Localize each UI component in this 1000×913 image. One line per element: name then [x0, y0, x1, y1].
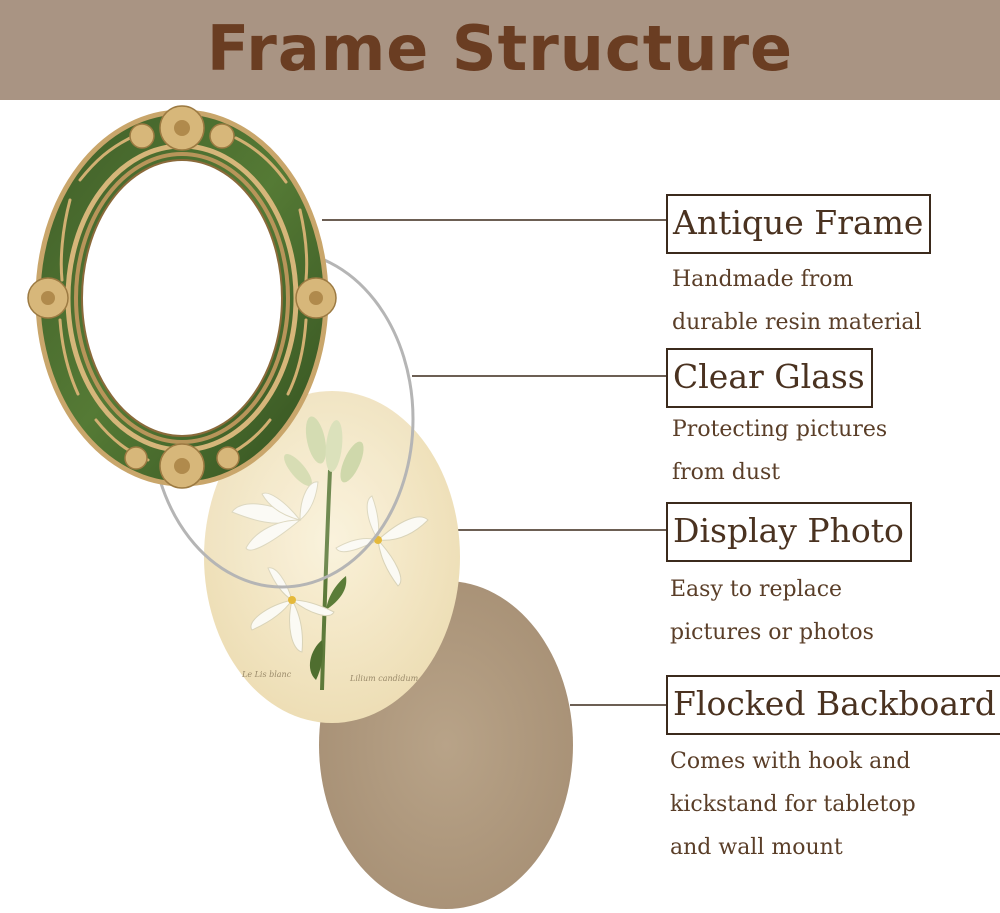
desc-line: Comes with hook and	[670, 749, 911, 774]
antique-frame-shape	[27, 105, 337, 489]
desc-line: Protecting pictures	[672, 417, 888, 442]
desc-line: Handmade from	[672, 267, 854, 292]
label-flocked-backboard: Flocked Backboard	[666, 675, 1000, 735]
desc-line: and wall mount	[670, 835, 843, 860]
desc-flocked-backboard: Comes with hook and kickstand for tablet…	[670, 740, 916, 869]
page-title: Frame Structure	[206, 12, 794, 85]
label-antique-frame: Antique Frame	[666, 194, 932, 254]
label-display-photo: Display Photo	[666, 502, 912, 562]
display-photo: Le Lis blanc Lilium candidum	[204, 391, 460, 723]
desc-line: from dust	[672, 460, 781, 485]
desc-antique-frame: Handmade from durable resin material	[672, 258, 922, 344]
desc-clear-glass: Protecting pictures from dust	[672, 408, 887, 494]
desc-line: Easy to replace	[670, 577, 843, 602]
header-banner: Frame Structure	[0, 0, 1000, 100]
leader-lines	[322, 219, 668, 706]
desc-line: kickstand for tabletop	[670, 792, 916, 817]
photo-caption-right: Lilium candidum	[349, 674, 419, 683]
label-clear-glass: Clear Glass	[666, 348, 873, 408]
photo-caption-left: Le Lis blanc	[241, 670, 292, 679]
desc-line: durable resin material	[672, 310, 922, 335]
desc-line: pictures or photos	[670, 620, 874, 645]
desc-display-photo: Easy to replace pictures or photos	[670, 568, 874, 654]
